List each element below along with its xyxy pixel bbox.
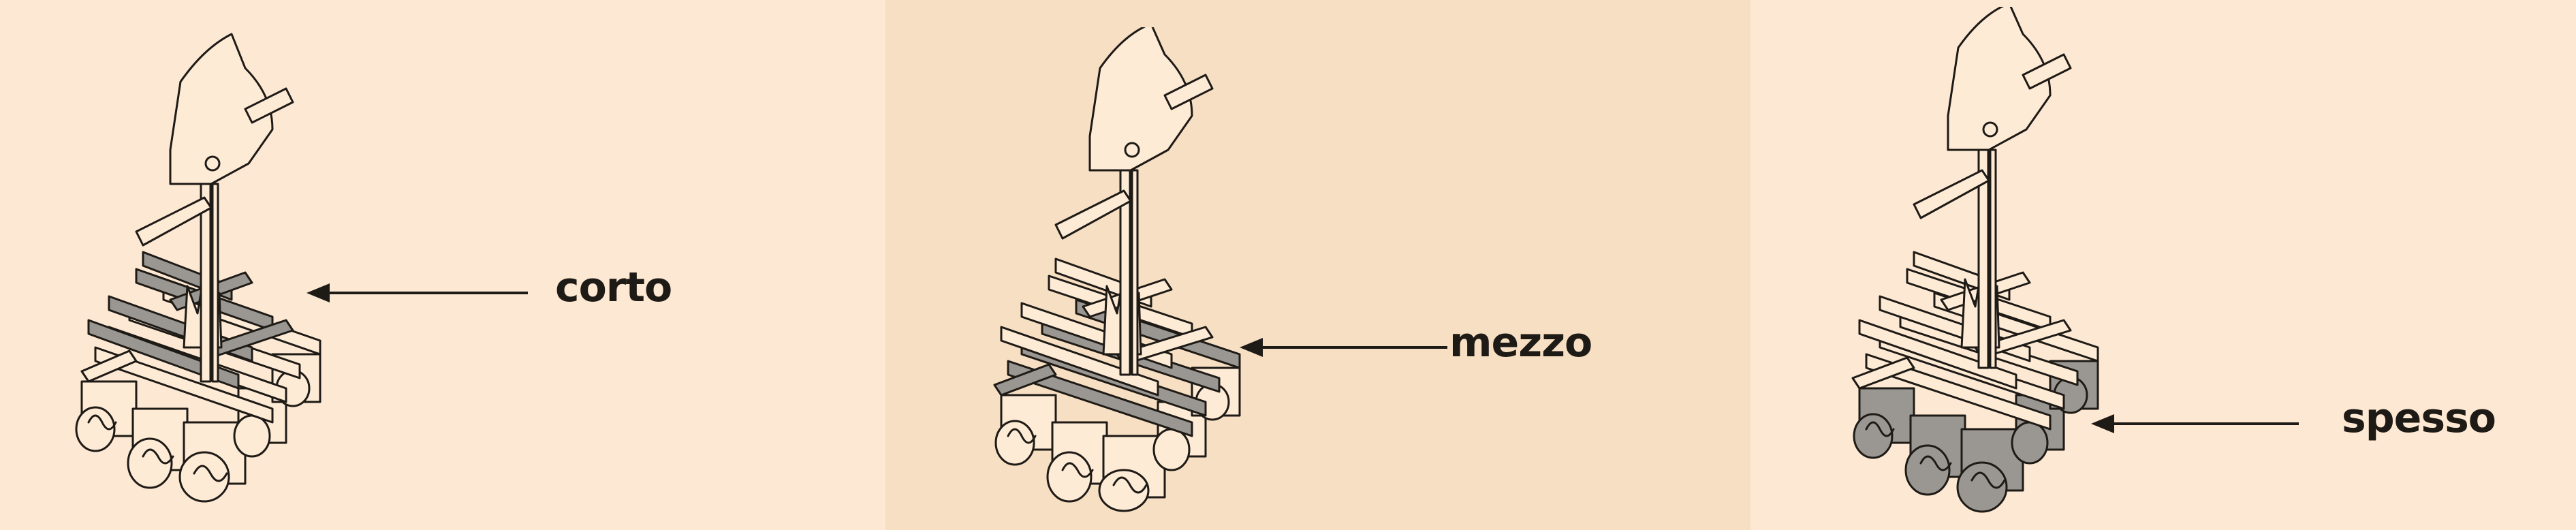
match-and-hand <box>1054 27 1214 376</box>
arrow-mezzo <box>1240 338 1447 357</box>
label-spesso: spesso <box>2342 394 2496 442</box>
panel-spesso: spesso <box>1750 0 2576 530</box>
label-mezzo: mezzo <box>1449 319 1592 367</box>
panel-mezzo: mezzo <box>885 0 1750 530</box>
label-corto: corto <box>555 264 672 311</box>
bottom-logs-shaded <box>1853 360 2099 513</box>
arrow-spesso <box>2091 414 2299 433</box>
match-and-hand <box>135 33 294 383</box>
bottom-logs <box>994 367 1241 512</box>
fire-illustration-mezzo <box>993 27 1241 512</box>
match-and-hand <box>1913 7 2072 369</box>
fire-illustration-corto <box>75 33 321 503</box>
panel-corto: corto <box>0 0 885 530</box>
arrow-corto <box>307 283 528 302</box>
bottom-logs <box>75 353 321 503</box>
fire-illustration-spesso <box>1851 7 2099 513</box>
